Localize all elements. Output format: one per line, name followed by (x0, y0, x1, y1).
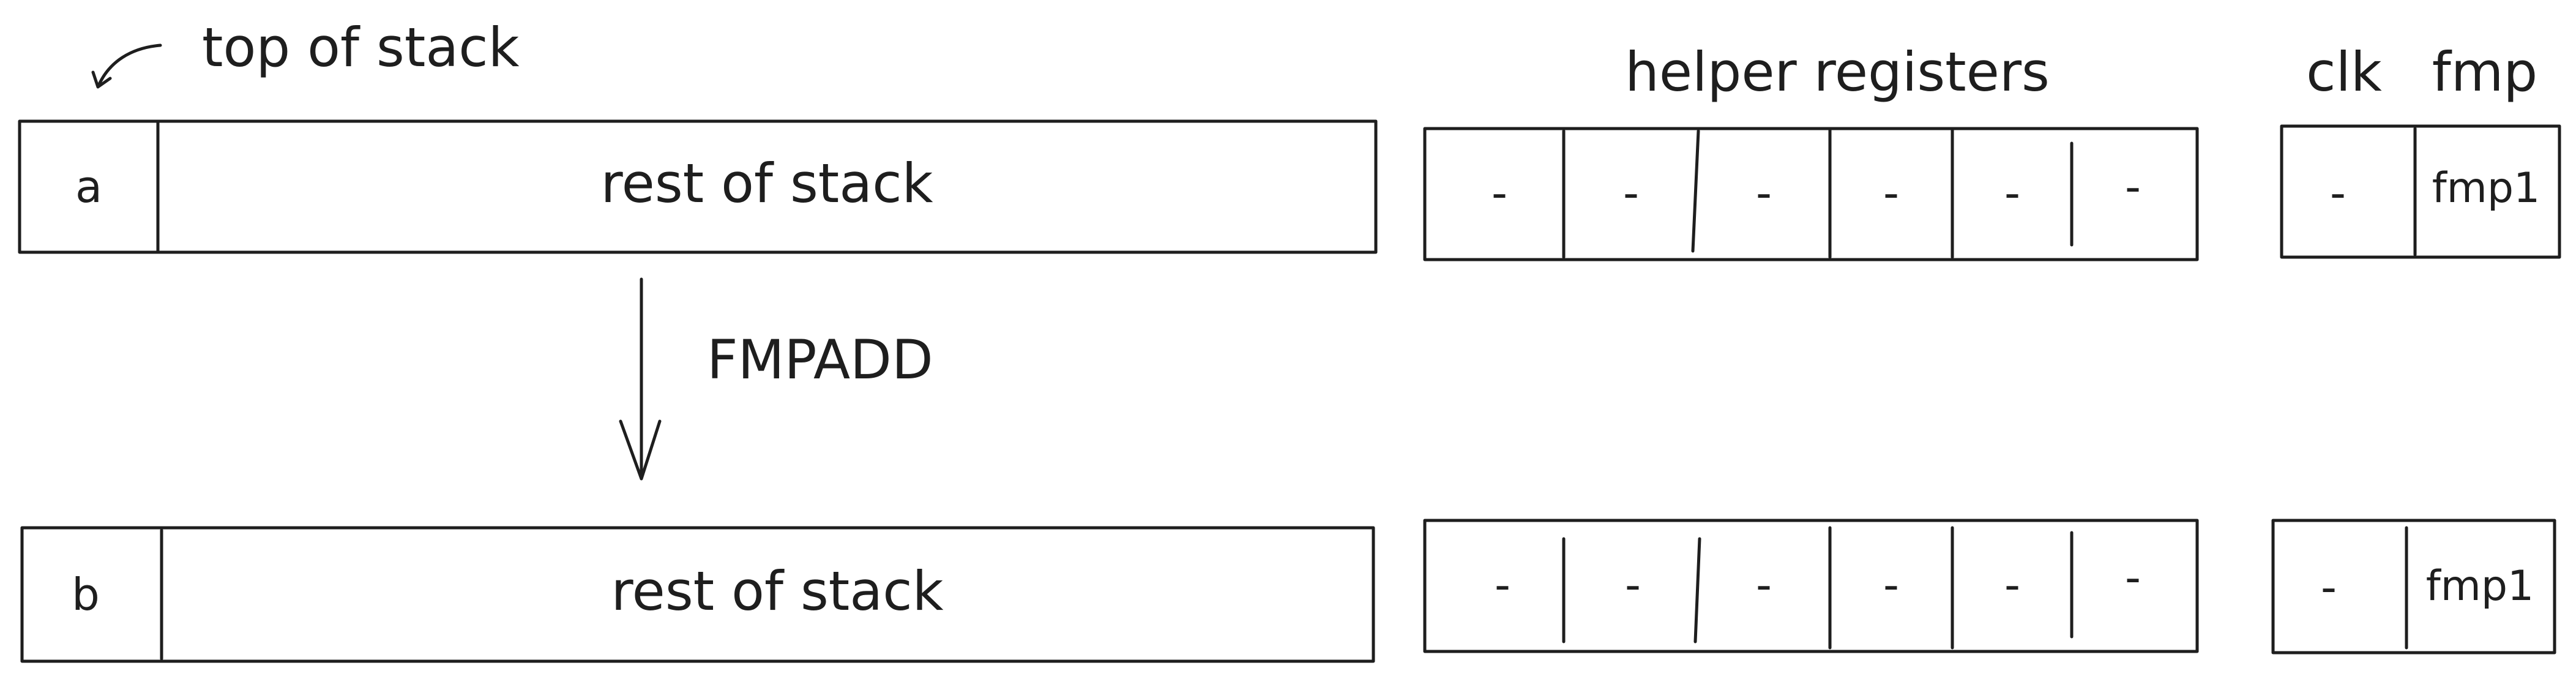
helper-register-value: - (1883, 167, 1899, 219)
helper-register-value: - (1756, 167, 1772, 219)
stack-before: a rest of stack (18, 119, 1378, 254)
helper-register-value: - (1623, 167, 1639, 219)
clk-value: - (2321, 561, 2337, 613)
rest-of-stack-label: rest of stack (611, 560, 943, 623)
helper-register-value: - (2004, 559, 2020, 610)
helper-register-value: - (1756, 559, 1772, 610)
fmp-label: fmp (2432, 40, 2538, 103)
helper-register-value: - (1883, 559, 1899, 610)
fmp-value: fmp1 (2432, 164, 2541, 212)
down-arrow-icon (619, 277, 662, 481)
helper-register-value: - (1625, 559, 1641, 610)
clk-value: - (2330, 167, 2346, 219)
helper-register-value: - (2004, 167, 2020, 219)
helper-register-value: - (1495, 559, 1510, 610)
helper-registers-label: helper registers (1625, 40, 2050, 103)
helper-registers-after: - - - - - - (1423, 519, 2199, 653)
helper-registers-before: - - - - - - (1423, 127, 2199, 261)
stack-after: b rest of stack (20, 526, 1375, 663)
operation-label: FMPADD (707, 328, 933, 391)
clk-fmp-before: - fmp1 (2280, 124, 2561, 259)
clk-fmp-after: - fmp1 (2271, 519, 2556, 655)
top-of-stack-pointer-arrow (91, 43, 162, 89)
stack-top-value: b (72, 569, 100, 620)
helper-register-value: - (1491, 167, 1507, 219)
helper-register-value: - (2125, 161, 2141, 212)
fmp-value: fmp1 (2426, 562, 2534, 610)
helper-register-value: - (2125, 552, 2141, 603)
top-of-stack-label: top of stack (202, 16, 520, 79)
fmpadd-transition: FMPADD (619, 277, 933, 481)
stack-top-value: a (75, 161, 102, 212)
rest-of-stack-label: rest of stack (600, 152, 933, 215)
clk-label: clk (2306, 40, 2382, 103)
